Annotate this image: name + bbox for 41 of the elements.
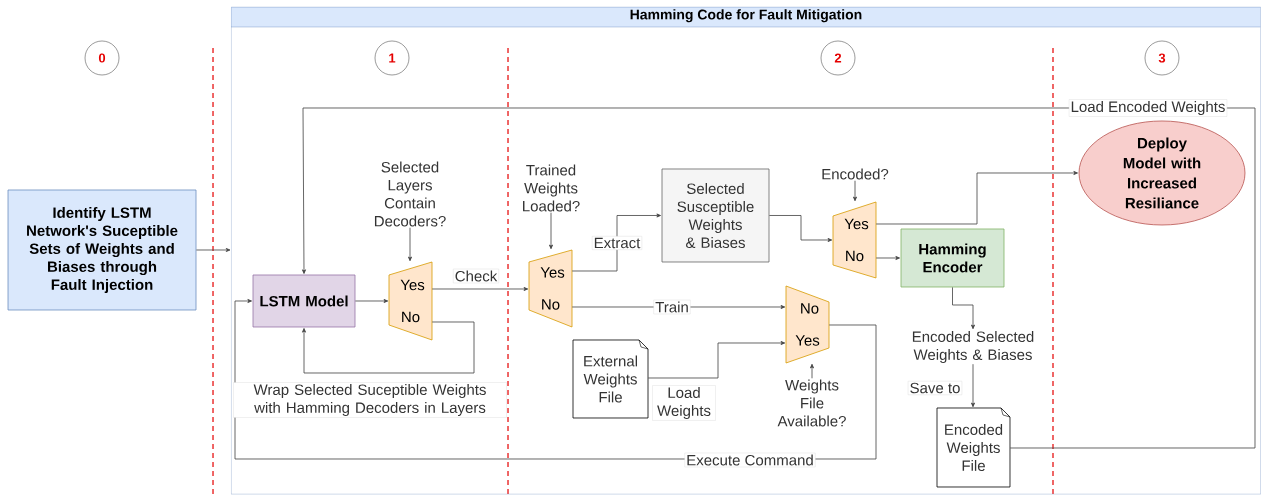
step-number: 0	[84, 40, 120, 76]
question-text: Encoded?	[822, 168, 889, 180]
arrow	[971, 363, 975, 408]
arrow	[769, 215, 833, 242]
encoder-box: Hamming Encoder	[900, 228, 1005, 288]
data-box: Selected Susceptible Weights & Biases	[661, 168, 770, 263]
arrow	[647, 341, 786, 379]
arrow	[302, 107, 1256, 449]
decision-trapezoid: No Yes	[785, 285, 830, 364]
question-text: Weights File Available?	[777, 379, 846, 427]
arrow	[431, 287, 529, 291]
arrow	[810, 363, 814, 379]
question-text: Selected Layers Contain Decoders?	[374, 161, 446, 227]
arrow	[853, 180, 857, 202]
decision-trapezoid: Yes No	[832, 201, 877, 279]
arrow	[571, 213, 661, 272]
question-text: Trained Weights Loaded?	[523, 164, 580, 212]
edge-label: Load Encoded Weights	[1068, 99, 1228, 117]
arrow	[355, 299, 389, 303]
step-number: 2	[820, 40, 856, 76]
edge-label: Extract	[591, 236, 643, 250]
arrow	[952, 287, 975, 330]
model-box: LSTM Model	[252, 274, 356, 328]
edge-label: Wrap Selected Suceptible Weights with Hamming Decoders in Layers	[233, 382, 507, 418]
process-box: Identify LSTM Network's Suceptible Sets of Weights and Biases through Fault Injection	[7, 189, 197, 311]
question-text: Encoded Selected Weights & Biases	[912, 331, 1034, 363]
step-number: 1	[374, 40, 410, 76]
decision-trapezoid: Yes No	[388, 261, 433, 341]
edge-label: Execute Command	[684, 452, 816, 468]
arrow	[875, 256, 900, 260]
step-number: 3	[1144, 40, 1180, 76]
edge-label: Check	[453, 268, 499, 284]
decision-trapezoid: Yes No	[528, 249, 573, 328]
edge-label: Train	[653, 299, 691, 315]
arrow	[408, 227, 412, 262]
edge-label: Load Weights	[652, 385, 716, 421]
arrow	[875, 171, 1078, 225]
arrow	[549, 212, 553, 250]
edge-label: Save to	[907, 381, 963, 395]
arrow	[196, 248, 231, 252]
arrow	[302, 321, 475, 374]
